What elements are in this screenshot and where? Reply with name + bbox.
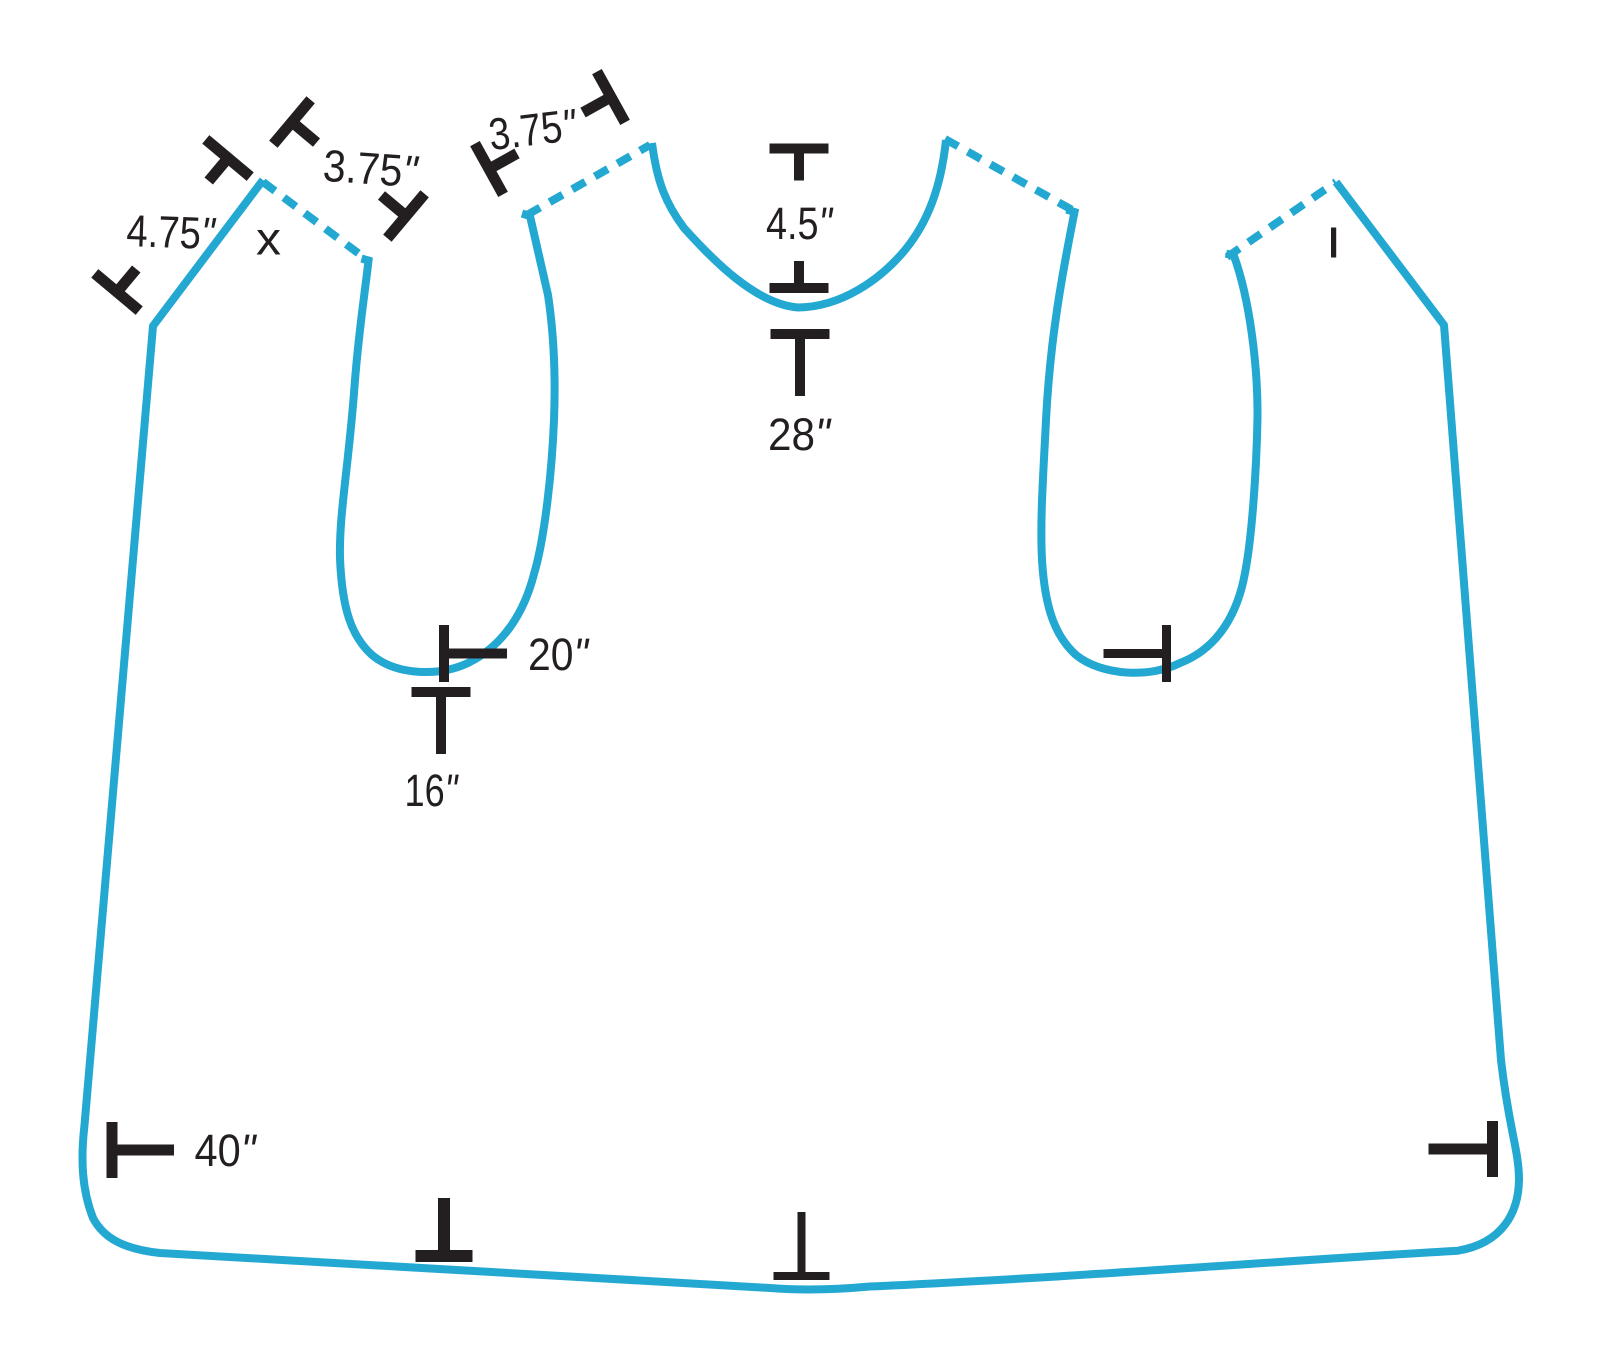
svg-text:x: x xyxy=(256,213,281,265)
svg-text:20": 20" xyxy=(528,629,590,680)
svg-text:28": 28" xyxy=(768,409,832,460)
svg-text:4.75": 4.75" xyxy=(126,205,217,259)
svg-text:16": 16" xyxy=(405,765,460,816)
svg-text:4.5": 4.5" xyxy=(766,198,834,249)
svg-text:3.75": 3.75" xyxy=(486,99,580,160)
svg-text:3.75": 3.75" xyxy=(321,140,420,198)
svg-text:40": 40" xyxy=(195,1125,258,1176)
